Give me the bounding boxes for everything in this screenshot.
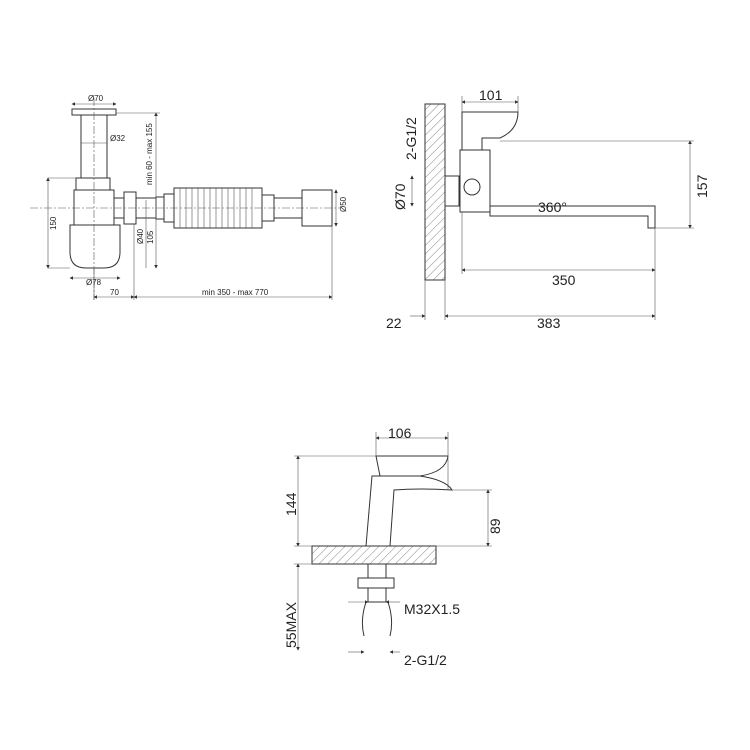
wall-faucet-dimension-lines [410,96,694,320]
wall-faucet-flange-diameter: Ø70 [392,183,408,210]
siphon-nut [75,177,111,191]
mounting-nut [357,577,395,589]
basin-handle [375,455,449,477]
siphon-dimension-lines [30,98,340,300]
siphon-length-range: min 350 - max 770 [202,288,269,297]
supply-hoses [361,601,393,637]
wall-faucet-total-length: 383 [537,315,561,331]
siphon-stem-diameter: Ø32 [110,134,126,143]
basin-faucet-reach: 106 [388,425,412,441]
basin-faucet-drawing: 106 144 89 55MAX M32X1.5 2-G1/2 [283,425,503,668]
wall-faucet-spout-length: 350 [552,272,576,288]
wall-section [424,103,446,281]
basin-faucet-hose-thread: 2-G1/2 [404,652,447,668]
countertop-section [311,545,437,565]
basin-faucet-mount-thread: M32X1.5 [404,601,460,617]
faucet-knob [463,178,481,196]
siphon-pipe-diameter: Ø40 [136,228,145,244]
faucet-handle [461,111,519,151]
siphon-height-range: min 60 - max 155 [145,123,154,185]
wall-faucet-drawing: 2-G1/2 Ø70 101 157 360° 350 22 383 [386,87,710,331]
basin-faucet-spout-height: 89 [487,518,503,534]
siphon-cap-diameter: Ø70 [88,94,104,103]
siphon-outlet-diameter: Ø50 [339,196,348,212]
basin-faucet-height: 144 [283,492,299,516]
faucet-body [459,149,491,213]
wall-faucet-height: 157 [694,174,710,198]
siphon-drawing: Ø70 Ø32 min 60 - max 155 Ø50 150 Ø40 105… [30,94,348,300]
siphon-total-height: 150 [49,216,58,230]
basin-faucet-dimension-lines [294,432,492,654]
wall-faucet-rotation: 360° [538,199,567,215]
siphon-outlet-height: 105 [146,230,155,244]
basin-faucet-body [365,475,453,547]
basin-faucet-max-thickness: 55MAX [283,601,299,648]
wall-faucet-wall-gap: 22 [386,315,402,331]
faucet-spout [489,205,656,229]
siphon-bowl-diameter: Ø78 [86,278,102,287]
siphon-offset: 70 [110,288,119,297]
wall-faucet-body-width: 101 [479,87,503,103]
siphon-bowl [69,224,121,269]
wall-flange [444,175,460,207]
wall-faucet-thread: 2-G1/2 [403,117,419,160]
